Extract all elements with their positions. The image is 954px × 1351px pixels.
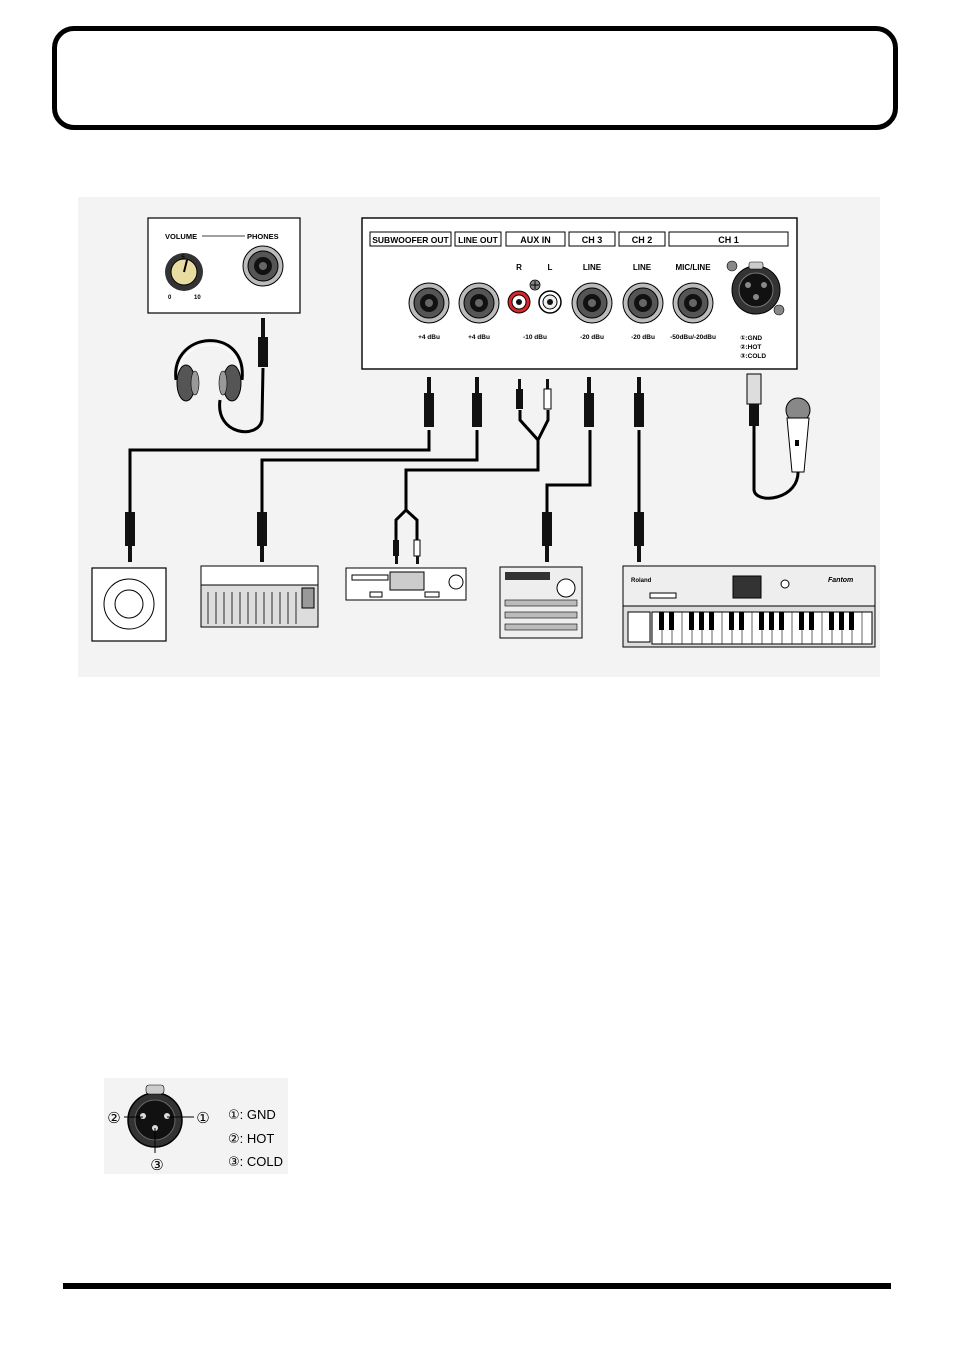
volume-knob[interactable] xyxy=(165,253,203,291)
jack-subwoofer-out[interactable] xyxy=(408,282,450,324)
level-subwoofer-out: +4 dBu xyxy=(418,334,440,341)
section-subwoofer-out: SUBWOOFER OUT xyxy=(372,235,449,245)
keyboard-model-label: Fantom xyxy=(828,577,853,584)
rhythm-machine-icon xyxy=(499,566,583,639)
footer-rule xyxy=(63,1283,891,1289)
jack-ch2-line[interactable] xyxy=(622,282,664,324)
volume-phones-panel: VOLUME PHONES 5 0 10 xyxy=(147,217,301,314)
ch1-mic-line-label: MIC/LINE xyxy=(675,263,711,272)
level-aux-in: -10 dBu xyxy=(523,334,547,341)
ground-screw-icon xyxy=(529,279,541,291)
jack-line-out[interactable] xyxy=(458,282,500,324)
pin-marker-1: ① xyxy=(196,1110,209,1127)
level-ch1: -50dBu/-20dBu xyxy=(670,334,716,341)
keyboard-brand-label: Roland xyxy=(631,578,652,584)
ch3-line-label: LINE xyxy=(583,263,602,272)
knob-tick-mid: 5 xyxy=(181,255,185,261)
volume-label: VOLUME xyxy=(165,232,197,241)
pin-legend-gnd: ①: GND xyxy=(228,1107,276,1122)
xlr-legend-gnd: ①:GND xyxy=(740,335,762,342)
subwoofer-icon xyxy=(91,567,167,642)
section-aux-in: AUX IN xyxy=(520,235,551,245)
phones-jack[interactable] xyxy=(242,245,284,287)
jack-ch1-mic-line[interactable] xyxy=(672,282,714,324)
knob-tick-min: 0 xyxy=(168,295,172,301)
level-line-out: +4 dBu xyxy=(468,334,490,341)
cables xyxy=(128,410,800,540)
ch2-line-label: LINE xyxy=(633,263,652,272)
mixer-icon xyxy=(200,565,319,628)
aux-l-label: L xyxy=(548,263,553,272)
level-ch2: -20 dBu xyxy=(631,334,655,341)
section-ch3: CH 3 xyxy=(582,235,603,245)
level-ch3: -20 dBu xyxy=(580,334,604,341)
jack-ch3-line[interactable] xyxy=(571,282,613,324)
xlr-legend-cold: ③:COLD xyxy=(740,353,766,360)
headphones-icon xyxy=(174,318,268,434)
pin-marker-3: ③ xyxy=(150,1157,163,1174)
xlr-connector-icon xyxy=(127,1084,183,1148)
keyboard-synthesizer-icon: Roland Fantom xyxy=(622,565,876,648)
pin-legend-cold: ③: COLD xyxy=(228,1154,283,1169)
xlr-pin-detail: ② ① ③ ①: GND ②: HOT ③: COLD xyxy=(104,1078,288,1174)
jack-ch1-xlr[interactable] xyxy=(726,260,785,316)
section-ch2: CH 2 xyxy=(632,235,653,245)
microphone-icon xyxy=(746,373,811,473)
aux-r-label: R xyxy=(516,263,522,272)
phones-label: PHONES xyxy=(247,232,279,241)
section-line-out: LINE OUT xyxy=(458,235,498,245)
pin-legend-hot: ②: HOT xyxy=(228,1131,274,1146)
cd-player-icon xyxy=(345,567,467,601)
page-title-box xyxy=(52,26,898,130)
rear-panel: SUBWOOFER OUT LINE OUT AUX IN CH 3 CH 2 … xyxy=(361,217,798,370)
section-ch1: CH 1 xyxy=(718,235,739,245)
knob-tick-max: 10 xyxy=(194,295,201,301)
xlr-legend-hot: ②:HOT xyxy=(740,344,761,351)
pin-marker-2: ② xyxy=(107,1110,120,1127)
jack-aux-in-r[interactable] xyxy=(507,290,531,314)
cable-plugs xyxy=(125,377,644,564)
jack-aux-in-l[interactable] xyxy=(538,290,562,314)
